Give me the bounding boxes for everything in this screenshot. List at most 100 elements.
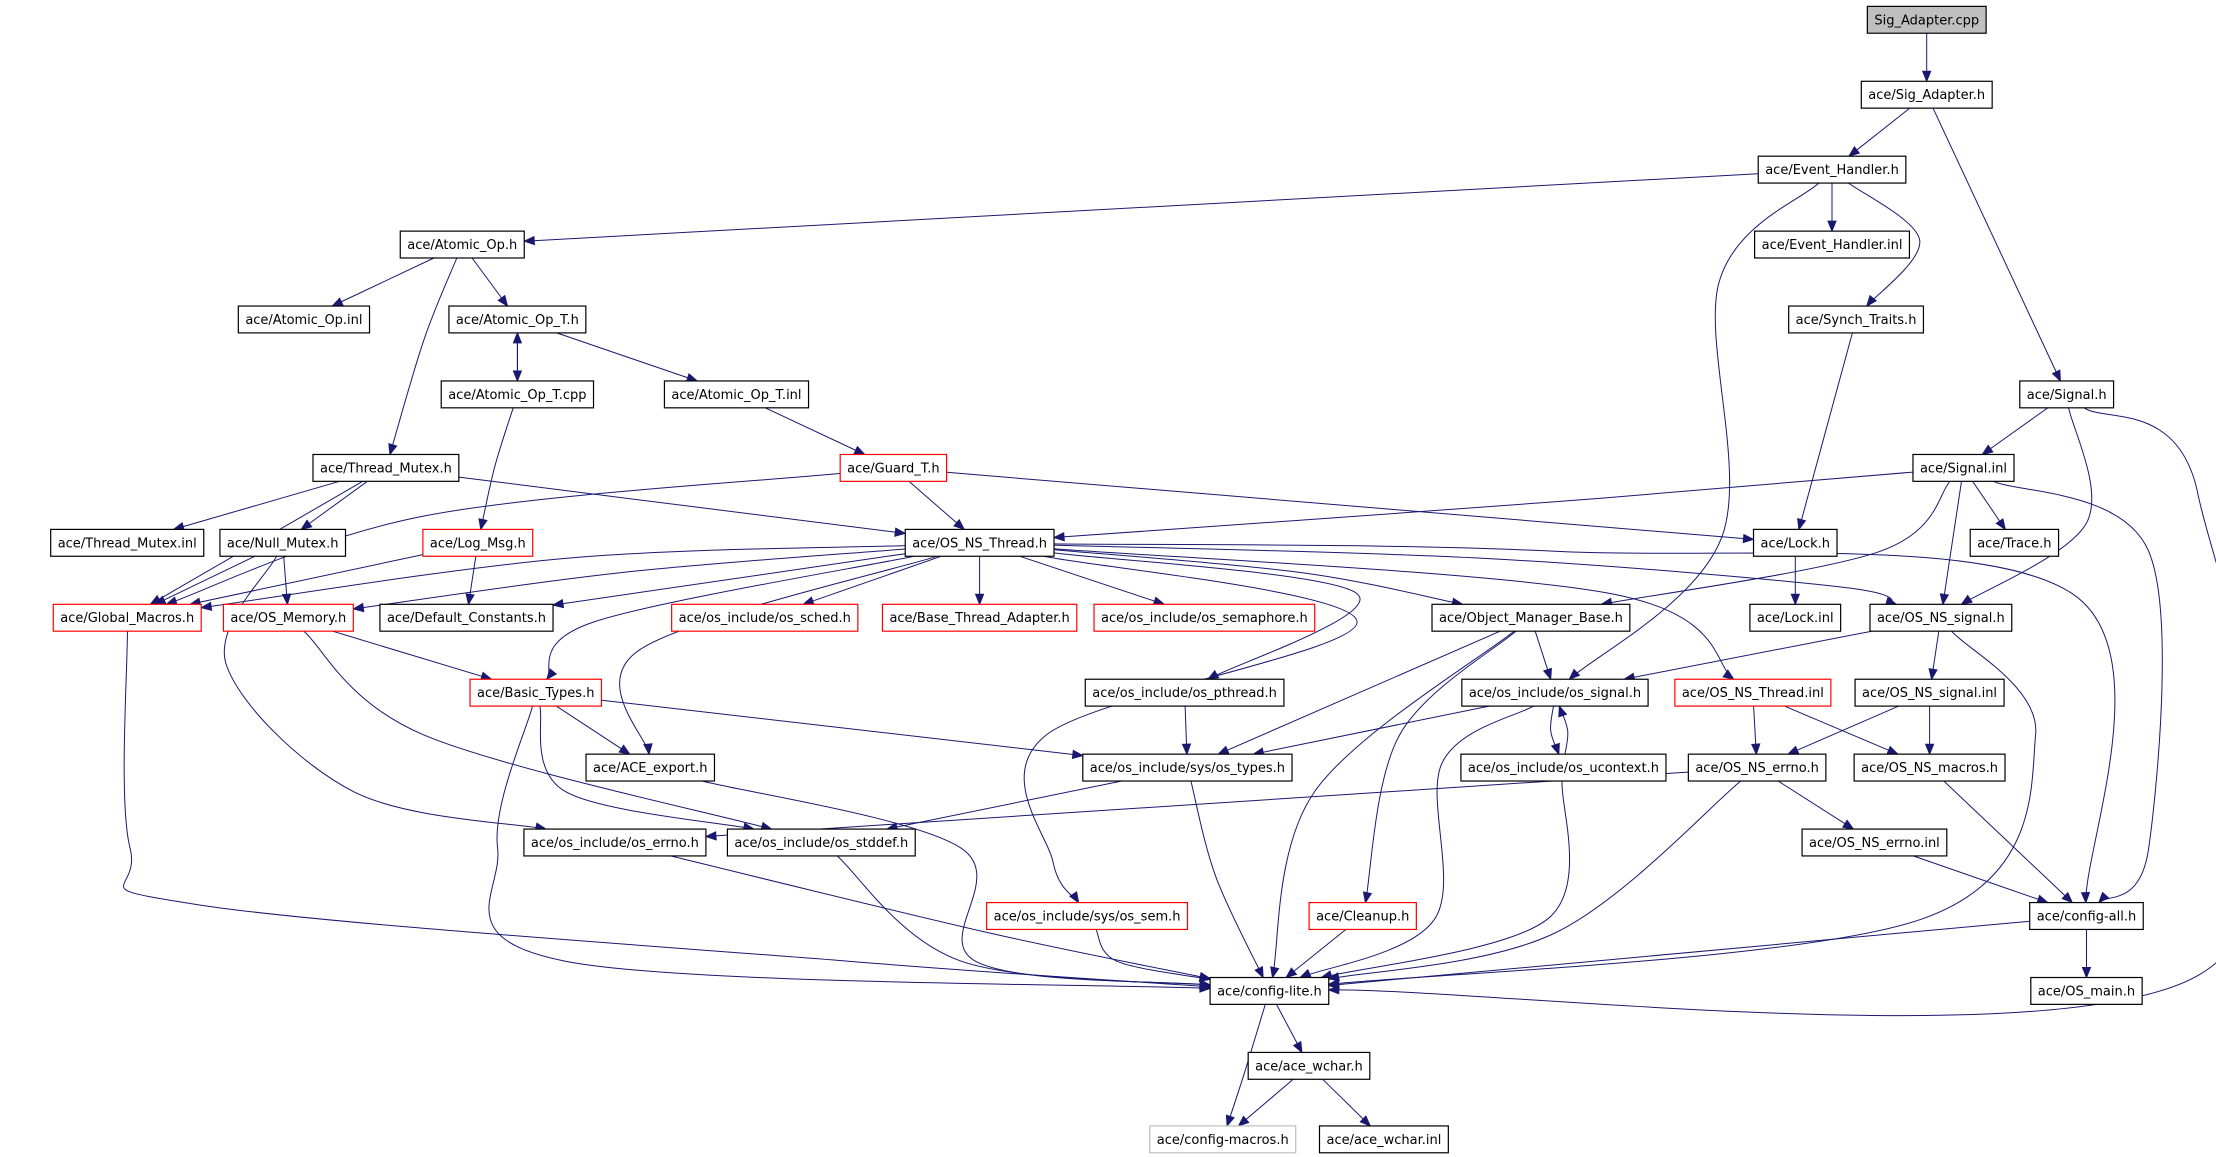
node-event-handler-h: ace/Event_Handler.h [1757, 155, 1907, 184]
edge-os-ucontext-h-to-config-lite-h [1320, 780, 1570, 980]
node-os-semaphore-h: ace/os_include/os_semaphore.h [1093, 603, 1316, 632]
edge-line [1364, 630, 1517, 903]
node-label: ace/os_include/os_errno.h [531, 836, 699, 851]
edge-os-ns-thread-h-to-config-all-h [1053, 543, 2116, 904]
edge-arrowhead [1285, 967, 1298, 979]
edge-arrowhead [331, 297, 344, 307]
edge-line [836, 855, 1211, 986]
node-os-memory-h: ace/OS_Memory.h [222, 603, 354, 632]
node-null-mutex-h: ace/Null_Mutex.h [219, 528, 347, 557]
edge-line [1848, 107, 1911, 157]
node-label: ace/ACE_export.h [593, 761, 707, 776]
node-atomic-op-t-h: ace/Atomic_Op_T.h [448, 305, 587, 334]
edge-arrowhead [1568, 668, 1581, 681]
node-object-manager-base-h: ace/Object_Manager_Base.h [1431, 603, 1631, 632]
node-sig-adapter-cpp: Sig_Adapter.cpp [1866, 5, 1987, 34]
edge-line [353, 548, 906, 610]
node-os-types-h: ace/os_include/sys/os_types.h [1082, 753, 1293, 782]
edge-arrowhead [1362, 891, 1373, 904]
edge-line [1053, 543, 2116, 903]
edge-guard-t-h-to-os-ns-thread-h [908, 480, 966, 531]
edge-os-ns-thread-inl-to-os-ns-errno-h [1751, 706, 1761, 756]
node-label: ace/Lock.inl [1757, 611, 1834, 626]
edge-line [908, 480, 965, 530]
node-os-ns-thread-h: ace/OS_NS_Thread.h [904, 528, 1055, 557]
edge-arrowhead [1542, 667, 1552, 681]
node-os-ns-signal-h: ace/OS_NS_signal.h [1869, 603, 2013, 632]
edge-line [1569, 182, 1819, 680]
edge-os-stddef-h-to-config-lite-h [836, 855, 1212, 989]
edge-line [1053, 544, 1897, 605]
node-sig-adapter-h: ace/Sig_Adapter.h [1860, 80, 1993, 109]
edge-arrowhead [1797, 518, 1807, 531]
edge-arrowhead [1199, 979, 1212, 989]
node-os-ns-macros-h: ace/OS_NS_macros.h [1853, 753, 2006, 782]
node-box [1318, 1125, 1449, 1154]
edge-arrowhead [1939, 593, 1950, 606]
edge-object-manager-base-h-to-os-signal-h [1534, 631, 1552, 681]
edge-line [1272, 630, 1515, 978]
edge-line [1932, 107, 2061, 382]
edge-atomic-op-t-h-to-atomic-op-t-inl [556, 332, 699, 383]
node-label: ace/Null_Mutex.h [227, 536, 339, 551]
edge-line [201, 545, 906, 609]
edge-line [1961, 407, 2093, 605]
node-box [222, 603, 354, 632]
edge-line [1095, 929, 1211, 980]
edge-line [701, 780, 1211, 986]
node-box [237, 305, 371, 334]
node-label: ace/Lock.h [1761, 536, 1831, 551]
node-box [50, 528, 205, 557]
node-box [1754, 230, 1911, 259]
node-lock-inl: ace/Lock.inl [1749, 603, 1842, 632]
edge-os-sem-h-to-config-lite-h [1095, 929, 1212, 983]
edge-arrowhead [1550, 742, 1560, 756]
edge-line [764, 407, 865, 455]
edge-arrowhead [1865, 294, 1878, 308]
edge-os-ns-thread-inl-to-os-ns-macros-h [1784, 705, 1900, 755]
node-box [585, 753, 716, 782]
edge-arrowhead [1886, 745, 1900, 755]
edge-os-ucontext-h-to-os-signal-h [1558, 704, 1569, 755]
node-label: ace/os_include/sys/os_sem.h [994, 910, 1181, 925]
node-box [1757, 155, 1907, 184]
edge-os-ns-macros-h-to-config-all-h [1943, 780, 2074, 904]
node-os-main-h: ace/OS_main.h [2030, 976, 2143, 1005]
node-config-lite-h: ace/config-lite.h [1209, 976, 1330, 1005]
node-label: ace/Atomic_Op_T.h [456, 313, 579, 328]
edge-arrowhead [802, 596, 815, 606]
edge-global-macros-h-to-config-lite-h [123, 631, 1212, 991]
edge-arrowhead [1924, 743, 1935, 756]
edge-null-mutex-h-to-global-macros-h [153, 555, 256, 605]
node-ace-export-h: ace/ACE_export.h [585, 753, 716, 782]
edge-line [1787, 705, 1899, 755]
node-label: ace/Atomic_Op_T.inl [671, 388, 801, 403]
node-label: ace/Basic_Types.h [477, 686, 594, 701]
edge-line [1328, 780, 1742, 980]
node-label: ace/os_include/os_stddef.h [734, 836, 908, 851]
edge-arrowhead [1960, 594, 1973, 606]
node-label: ace/Atomic_Op.inl [245, 313, 362, 328]
node-box [986, 901, 1189, 931]
edge-config-lite-h-to-ace-wchar-h [1276, 1004, 1303, 1054]
node-box [1854, 678, 2005, 707]
node-box [1866, 5, 1987, 34]
edge-line [1053, 549, 1463, 605]
edge-line [803, 555, 942, 605]
edge-arrowhead [1237, 1115, 1250, 1127]
node-box [312, 453, 460, 482]
edge-arrowhead [1198, 972, 1212, 983]
node-box [1674, 678, 1832, 707]
edge-line [1798, 332, 1853, 530]
edge-sig-adapter-h-to-event-handler-h [1847, 107, 1911, 158]
node-box [1687, 753, 1827, 782]
edge-os-memory-h-to-basic-types-h [332, 630, 493, 681]
edge-line [303, 630, 772, 830]
node-box [469, 678, 603, 707]
edge-line [332, 630, 492, 680]
edge-arrowhead [1841, 819, 1855, 830]
edge-arrowhead [618, 744, 631, 755]
node-label: ace/Atomic_Op.h [407, 238, 517, 253]
node-label: ace/Synch_Traits.h [1796, 313, 1917, 328]
edge-ace-wchar-h-to-ace-wchar-inl [1322, 1078, 1372, 1127]
